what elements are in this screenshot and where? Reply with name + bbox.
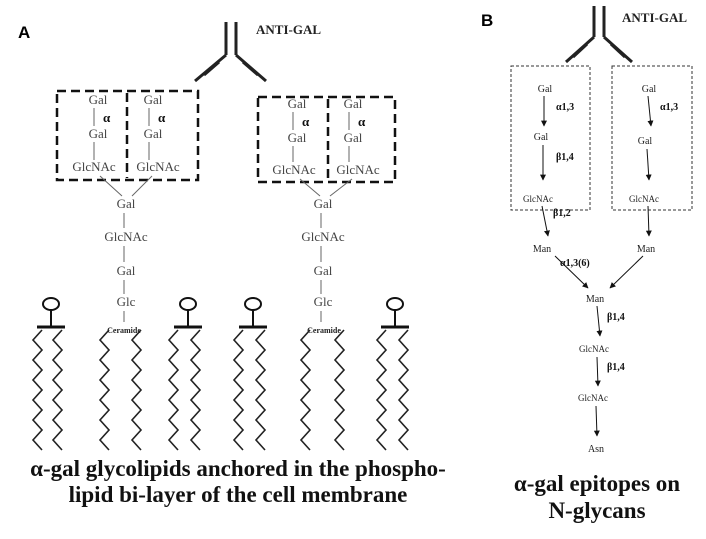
node-gal: Gal [642,84,657,95]
phospholipid-head [37,297,65,329]
link-alpha-1-3: α1,3 [556,102,574,113]
lipid-tail [299,329,312,451]
chain-sugar: Gal [117,196,136,211]
sugar-gal: Gal [288,130,307,145]
link-beta-1-4: β1,4 [556,152,574,163]
lipid-tail [98,329,111,451]
glycolipid-right: Gal Gal α α Gal Gal GlcNAc GlcNAc Gal Gl… [256,95,397,335]
node-man: Man [533,244,551,255]
epitope-box [55,89,200,182]
sugar-glcnac: GlcNAc [72,159,116,174]
lipid-tail [375,329,388,451]
sugar-gal: Gal [89,126,108,141]
link-alpha: α [302,114,310,129]
caption-b-line-2: N-glycans [548,498,646,523]
antibody-label-a: ANTI-GAL [256,22,321,37]
node-glcnac: GlcNAc [579,344,609,354]
chain-sugar: Gal [314,196,333,211]
lipid-tail [333,329,346,451]
lipid-tail [189,329,202,451]
link-beta-1-2: β1,2 [553,208,571,219]
link-alpha: α [103,110,111,125]
phospholipid-head [381,297,409,329]
panel-a-label: A [18,23,30,42]
glycolipid-left: Gal Gal α α Gal Gal GlcNAc GlcNAc Gal Gl… [55,89,200,335]
caption-b-line-1: α-gal epitopes on [513,471,681,496]
epitope-box-right [611,65,693,211]
lipid-tail [397,329,410,451]
lipid-tail [232,329,245,451]
node-glcnac: GlcNAc [629,194,659,204]
chain-sugar: Gal [314,263,333,278]
sugar-gal: Gal [144,92,163,107]
sugar-gal: Gal [344,130,363,145]
link-alpha: α [158,110,166,125]
sugar-gal: Gal [344,96,363,111]
chain-sugar: Gal [117,263,136,278]
phospholipid-head [174,297,202,329]
sugar-glcnac: GlcNAc [336,162,380,177]
lipid-tail [31,329,44,451]
chain-sugar: Glc [314,294,333,309]
node-gal: Gal [534,132,549,143]
link-alpha-1-3-6: α1,3(6) [560,258,590,269]
sugar-glcnac: GlcNAc [136,159,180,174]
sugar-glcnac: GlcNAc [272,162,316,177]
sugar-gal: Gal [288,96,307,111]
epitope-box-left [510,65,591,211]
antibody-icon [194,22,267,83]
link-beta-1-4: β1,4 [607,312,625,323]
node-man: Man [637,244,655,255]
node-glcnac: GlcNAc [523,194,553,204]
node-gal: Gal [538,84,553,95]
link-beta-1-4: β1,4 [607,362,625,373]
chain-sugar: GlcNAc [104,229,148,244]
link-alpha-1-3: α1,3 [660,102,678,113]
ceramide-label: Ceramide [307,326,341,335]
figure-canvas: A ANTI-GAL Gal Gal α α Gal Gal GlcNAc Gl… [18,6,693,455]
sugar-gal: Gal [89,92,108,107]
panel-b-label: B [481,11,493,30]
caption-b: α-gal epitopes on N-glycans [488,470,706,524]
node-gal: Gal [638,136,653,147]
caption-a-line-1: α-gal glycolipids anchored in the phosph… [30,456,446,481]
ceramide-label: Ceramide [107,326,141,335]
lipid-tail [167,329,180,451]
phospholipid-head [239,297,267,329]
node-asn: Asn [588,444,604,455]
lipid-tail [254,329,267,451]
link-alpha: α [358,114,366,129]
node-glcnac: GlcNAc [578,393,608,403]
antibody-label-b: ANTI-GAL [622,10,687,25]
membrane [31,297,410,451]
caption-a-line-2: lipid bi-layer of the cell membrane [68,482,408,507]
chain-sugar: Glc [117,294,136,309]
lipid-tail [130,329,143,451]
antibody-icon [565,6,633,64]
chain-sugar: GlcNAc [301,229,345,244]
caption-a: α-gal glycolipids anchored in the phosph… [0,456,476,508]
sugar-gal: Gal [144,126,163,141]
lipid-tail [51,329,64,451]
node-man: Man [586,294,604,305]
